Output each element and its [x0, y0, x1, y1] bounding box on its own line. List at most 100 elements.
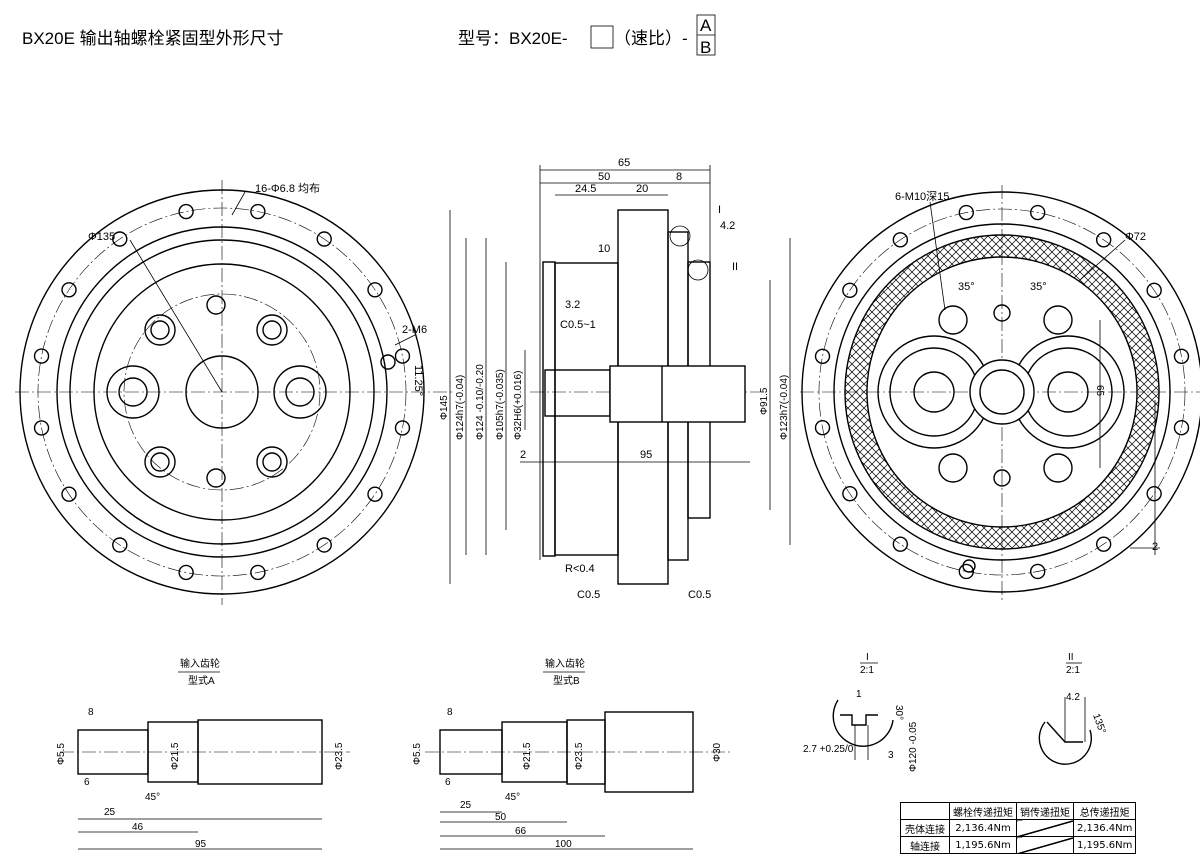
gear-b-d66: 66 — [515, 826, 527, 837]
dim-phi91-5: Φ91.5 — [759, 387, 770, 415]
bolt-hole — [814, 348, 831, 364]
rear-view: 6-M10深15 Φ72 35° 35° 65 2 — [800, 185, 1200, 600]
table-row: 壳体连接 2,136.4Nm 2,136.4Nm — [900, 819, 1137, 837]
table-header: 螺栓传递扭矩 — [949, 802, 1017, 820]
detail-i-label: I — [866, 652, 869, 663]
bolt-hole — [112, 537, 128, 553]
bolt-hole — [1030, 563, 1046, 580]
bolt-hole — [958, 204, 974, 221]
gear-b-phi30: Φ30 — [712, 742, 723, 762]
rear-angle-2: 35° — [1030, 281, 1047, 293]
bolt-hole — [1173, 420, 1190, 436]
bolt-hole — [1095, 232, 1112, 248]
rear-phi72: Φ72 — [1125, 231, 1146, 243]
rear-angle-1: 35° — [958, 281, 975, 293]
bolt-hole — [178, 203, 194, 220]
bolt-hole — [1030, 204, 1046, 221]
detail-i-d3: 3 — [888, 750, 894, 761]
gear-b-d8: 8 — [447, 707, 453, 718]
gear-b-phi5-5: Φ5.5 — [412, 743, 423, 765]
bolt-hole — [316, 231, 332, 247]
bolt-hole — [842, 282, 858, 299]
bolt-hole — [892, 232, 909, 248]
gear-b-d50: 50 — [495, 812, 507, 823]
gear-b-45: 45° — [505, 792, 520, 803]
gear-b-d100: 100 — [555, 839, 572, 850]
rear-dim-65: 65 — [1094, 385, 1105, 397]
dim-20: 20 — [636, 183, 648, 195]
holes-note: 16-Φ6.8 均布 — [255, 182, 320, 195]
ratio-box — [590, 25, 614, 49]
detail-i-scale: 2:1 — [860, 665, 874, 676]
drawing-title: BX20E 输出轴螺栓紧固型外形尺寸 — [22, 29, 284, 48]
gear-b-title: 输入齿轮 — [545, 657, 585, 670]
gear-b-phi21-5: Φ21.5 — [522, 742, 533, 770]
bolt-hole — [316, 537, 332, 553]
gear-a-phi5-5: Φ5.5 — [56, 743, 67, 765]
bolt-hole — [61, 486, 77, 502]
dim-phi123: Φ123h7(-0.04) — [779, 375, 790, 440]
dim-phi105: Φ105h7(-0.035) — [495, 369, 506, 440]
bolt-hole — [1173, 348, 1190, 364]
dim-10: 10 — [598, 243, 610, 255]
chamfer-right: C0.5 — [688, 589, 711, 601]
dim-phi124: Φ124 -0.10/-0.20 — [475, 364, 486, 440]
dim-3-2: 3.2 — [565, 299, 580, 311]
gear-b-sub: 型式B — [553, 674, 580, 687]
gear-type-b: 输入齿轮 型式B 8 6 Φ5.5 Φ21.5 Φ23.5 Φ30 45° 25… — [412, 657, 730, 850]
gear-a-d6: 6 — [84, 777, 90, 788]
dim-2: 2 — [520, 449, 526, 461]
bolt-hole — [250, 203, 266, 220]
gear-a-sub: 型式A — [188, 674, 215, 687]
section-view: 65 50 8 24.5 20 10 4.2 3.2 C0.5~1 2 95 R… — [439, 157, 791, 601]
bolt-hole — [33, 348, 50, 364]
bolt-torque: 1,195.6Nm — [949, 836, 1017, 854]
table-header: 销传递扭矩 — [1016, 802, 1074, 820]
dim-phi32: Φ32H6(+0.016) — [513, 371, 524, 440]
dim-phi124h7: Φ124h7(-0.04) — [455, 375, 466, 440]
bolt-hole — [892, 536, 909, 552]
dim-50: 50 — [598, 171, 610, 183]
bolt-hole — [367, 486, 383, 502]
model-prefix: 型号：BX20E- — [458, 29, 568, 48]
row-label: 轴连接 — [900, 836, 950, 854]
bolt-hole — [1146, 282, 1162, 299]
bolt-hole — [112, 231, 128, 247]
rear-dim-2: 2 — [1152, 541, 1158, 553]
angle-label: 11.25° — [412, 365, 424, 396]
detail-ii-d42: 4.2 — [1066, 692, 1080, 703]
detail-i-d1: 1 — [856, 689, 862, 700]
dim-4-2: 4.2 — [720, 220, 735, 232]
bolt-torque: 2,136.4Nm — [949, 819, 1017, 837]
dim-65: 65 — [618, 157, 630, 169]
gear-a-d46: 46 — [132, 822, 144, 833]
detail-ii-scale: 2:1 — [1066, 665, 1080, 676]
dim-24-5: 24.5 — [575, 183, 596, 195]
table-header — [900, 802, 950, 820]
bolt-hole — [842, 485, 858, 502]
detail-i-marker: I — [718, 204, 721, 216]
detail-ii-label: II — [1068, 652, 1074, 663]
bolt-hole — [1146, 485, 1162, 502]
dim-c05-1: C0.5~1 — [560, 319, 596, 331]
detail-ii: II 2:1 4.2 135° — [1038, 652, 1108, 765]
chamfer-left: C0.5 — [577, 589, 600, 601]
gear-a-phi23-5: Φ23.5 — [334, 742, 345, 770]
bolt-hole — [367, 282, 383, 298]
pcd-label: Φ135 — [88, 231, 115, 243]
gear-a-phi21-5: Φ21.5 — [170, 742, 181, 770]
gear-a-45: 45° — [145, 792, 160, 803]
total-torque: 1,195.6Nm — [1072, 836, 1137, 854]
rear-tap-note: 6-M10深15 — [895, 190, 949, 203]
bolt-hole — [814, 420, 831, 436]
gear-a-d95: 95 — [195, 839, 207, 850]
total-torque: 2,136.4Nm — [1072, 819, 1137, 837]
table-header: 总传递扭矩 — [1072, 802, 1137, 820]
bolt-hole — [61, 282, 77, 298]
gear-a-d25: 25 — [104, 807, 116, 818]
bolt-hole — [394, 420, 411, 436]
gear-b-d6: 6 — [445, 777, 451, 788]
pin-torque — [1016, 836, 1074, 854]
gear-b-d25: 25 — [460, 800, 472, 811]
